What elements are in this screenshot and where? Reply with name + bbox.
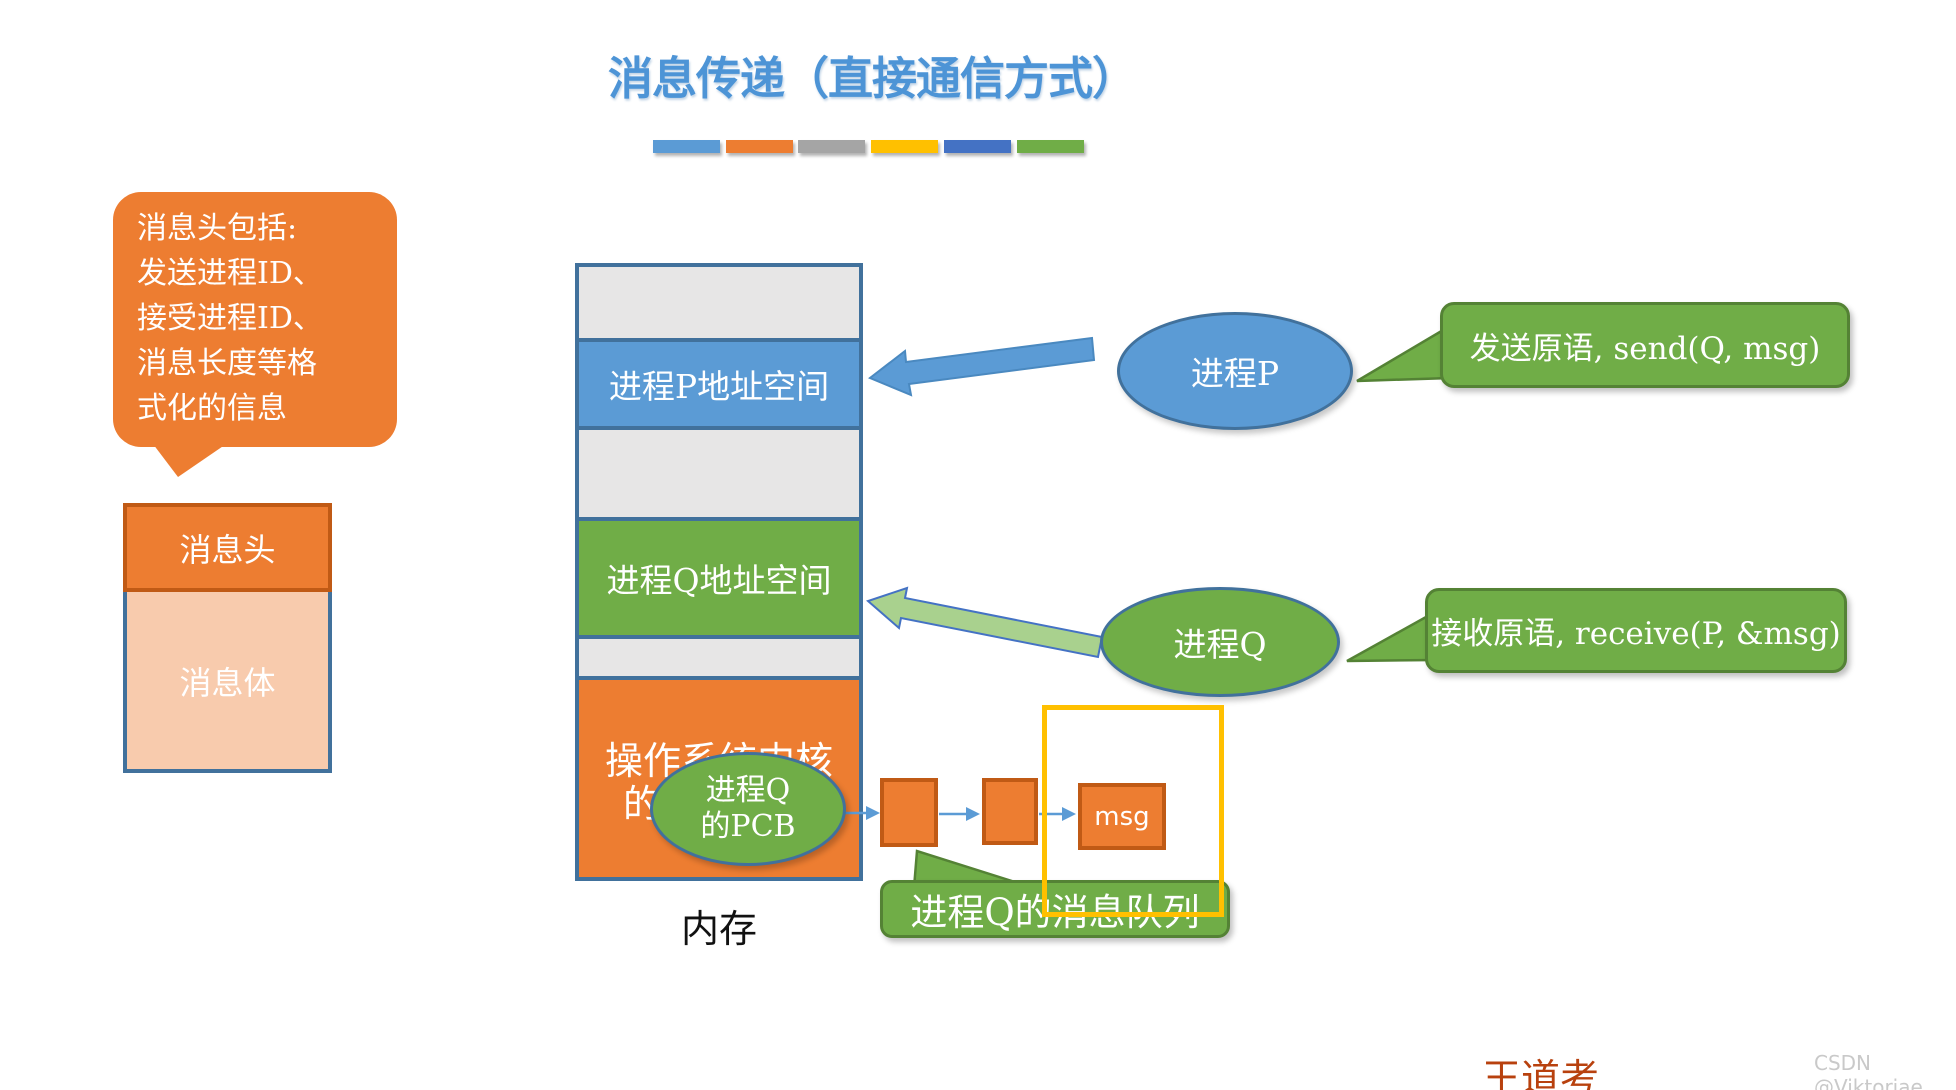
queue-node-2 xyxy=(982,778,1038,845)
memory-free-segment xyxy=(579,639,859,680)
accent-bar-gray xyxy=(798,140,865,153)
note-bubble-message-header: 消息头包括: 发送进程ID、 接受进程ID、 消息长度等格 式化的信息 xyxy=(113,192,397,447)
process-q-ellipse: 进程Q xyxy=(1100,587,1340,697)
memory-process-q-segment: 进程Q地址空间 xyxy=(579,521,859,639)
yellow-highlight-rect xyxy=(1042,705,1224,917)
message-header-box: 消息头 xyxy=(123,503,332,592)
pcb-label-line1: 进程Q xyxy=(705,773,791,808)
note-line: 消息头包括: xyxy=(137,211,298,246)
memory-free-segment xyxy=(579,430,859,521)
send-callout-tail xyxy=(1356,323,1452,383)
queue-node-1 xyxy=(880,778,938,847)
pcb-label-line2: 的PCB xyxy=(700,809,796,844)
queue-link-2-arrowhead xyxy=(966,807,980,821)
queue-callout: 进程Q的消息队列 xyxy=(880,880,1230,938)
accent-bar-darkblue xyxy=(944,140,1011,153)
pcb-label: 进程Q 的PCB xyxy=(700,773,795,845)
receive-primitive-callout: 接收原语, receive(P, &msg) xyxy=(1425,588,1847,673)
page-title: 消息传递（直接通信方式） xyxy=(607,52,1137,105)
receive-arrow xyxy=(866,586,1104,659)
brand-text: 王道考研/CSKAOYAN.COM xyxy=(1482,1057,1600,1090)
accent-bar-orange xyxy=(726,140,793,153)
accent-bar-green xyxy=(1017,140,1084,153)
note-line: 式化的信息 xyxy=(137,391,287,426)
note-line: 消息长度等格 xyxy=(137,346,317,381)
process-q-pcb-ellipse: 进程Q 的PCB xyxy=(650,752,846,866)
send-arrow xyxy=(868,336,1096,397)
note-line: 发送进程ID、 xyxy=(137,256,323,291)
watermark-text: CSDN @Viktoriae xyxy=(1814,1051,1923,1090)
message-body-box: 消息体 xyxy=(123,592,332,773)
process-p-ellipse: 进程P xyxy=(1117,312,1353,430)
memory-free-segment xyxy=(579,267,859,342)
memory-label: 内存 xyxy=(680,907,757,951)
memory-column: 进程P地址空间 进程Q地址空间 操作系统内核 的 xyxy=(575,263,863,881)
queue-link-1-arrowhead xyxy=(866,806,880,820)
queue-node-msg: msg xyxy=(1078,783,1166,850)
accent-bar-yellow xyxy=(871,140,938,153)
note-line: 接受进程ID、 xyxy=(137,301,323,336)
memory-process-p-segment: 进程P地址空间 xyxy=(579,342,859,430)
receive-callout-tail xyxy=(1346,609,1437,663)
accent-bar-blue xyxy=(653,140,720,153)
send-primitive-callout: 发送原语, send(Q, msg) xyxy=(1440,302,1850,388)
